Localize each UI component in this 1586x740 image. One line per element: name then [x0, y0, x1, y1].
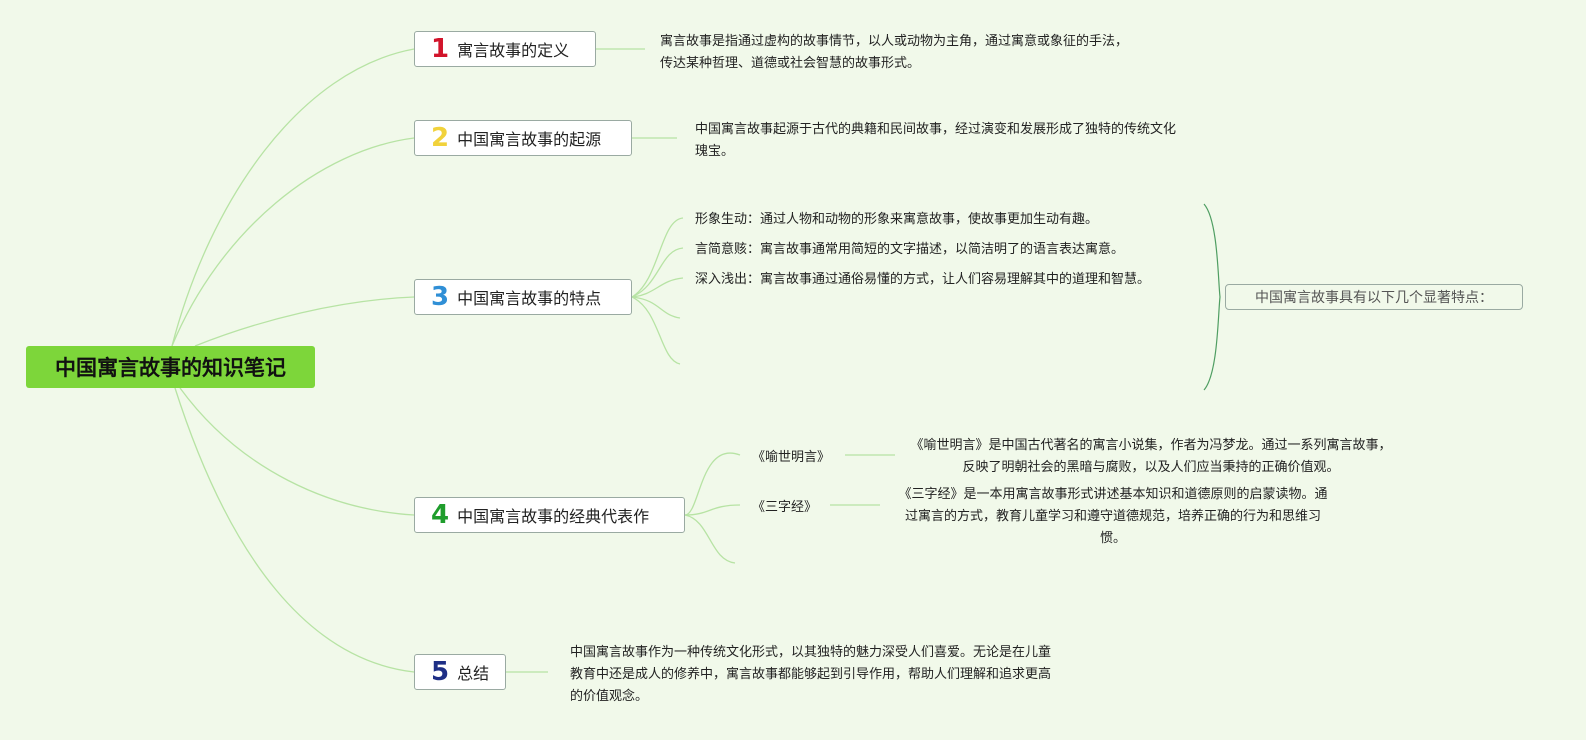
- work-title: 《三字经》: [752, 500, 818, 515]
- branch-label: 寓言故事的定义: [457, 41, 570, 60]
- branch-features[interactable]: 3 中国寓言故事的特点: [414, 279, 632, 315]
- summary-note: 中国寓言故事作为一种传统文化形式，以其独特的魅力深受人们喜爱。无论是在儿童教育中…: [570, 645, 1052, 704]
- summary-label: 中国寓言故事具有以下几个显著特点：: [1255, 290, 1493, 306]
- work-description: 《三字经》是一本用寓言故事形式讲述基本知识和道德原则的启蒙读物。通过寓言的方式，…: [898, 487, 1328, 546]
- root-title: 中国寓言故事的知识笔记: [55, 356, 286, 380]
- branch-label: 总结: [457, 664, 490, 683]
- number-1-icon: 1: [431, 34, 450, 64]
- branch-classic-works[interactable]: 4 中国寓言故事的经典代表作: [414, 497, 685, 533]
- feature-item: 形象生动：通过人物和动物的形象来寓意故事，使故事更加生动有趣。: [695, 212, 1099, 227]
- branch-origin[interactable]: 2 中国寓言故事的起源: [414, 120, 632, 156]
- number-4-icon: 4: [431, 500, 450, 530]
- work-title: 《喻世明言》: [752, 450, 831, 465]
- number-3-icon: 3: [431, 282, 450, 312]
- number-2-icon: 2: [431, 123, 450, 153]
- definition-note: 寓言故事是指通过虚构的故事情节，以人或动物为主角，通过寓意或象征的手法，传达某种…: [660, 34, 1129, 71]
- feature-item: 深入浅出：寓言故事通过通俗易懂的方式，让人们容易理解其中的道理和智慧。: [695, 272, 1151, 287]
- branch-label: 中国寓言故事的起源: [457, 130, 602, 149]
- branch-label: 中国寓言故事的特点: [457, 289, 602, 308]
- root-topic[interactable]: 中国寓言故事的知识笔记: [26, 346, 315, 388]
- number-5-icon: 5: [431, 657, 450, 687]
- branch-summary[interactable]: 5 总结: [414, 654, 506, 690]
- branch-definition[interactable]: 1 寓言故事的定义: [414, 31, 596, 67]
- origin-note: 中国寓言故事起源于古代的典籍和民间故事，经过演变和发展形成了独特的传统文化瑰宝。: [695, 122, 1177, 159]
- branch-label: 中国寓言故事的经典代表作: [457, 507, 650, 526]
- features-summary[interactable]: 中国寓言故事具有以下几个显著特点：: [1225, 284, 1523, 310]
- work-description: 《喻世明言》是中国古代著名的寓言小说集，作者为冯梦龙。通过一系列寓言故事，反映了…: [910, 438, 1392, 475]
- feature-item: 言简意赅：寓言故事通常用简短的文字描述，以简洁明了的语言表达寓意。: [695, 242, 1125, 257]
